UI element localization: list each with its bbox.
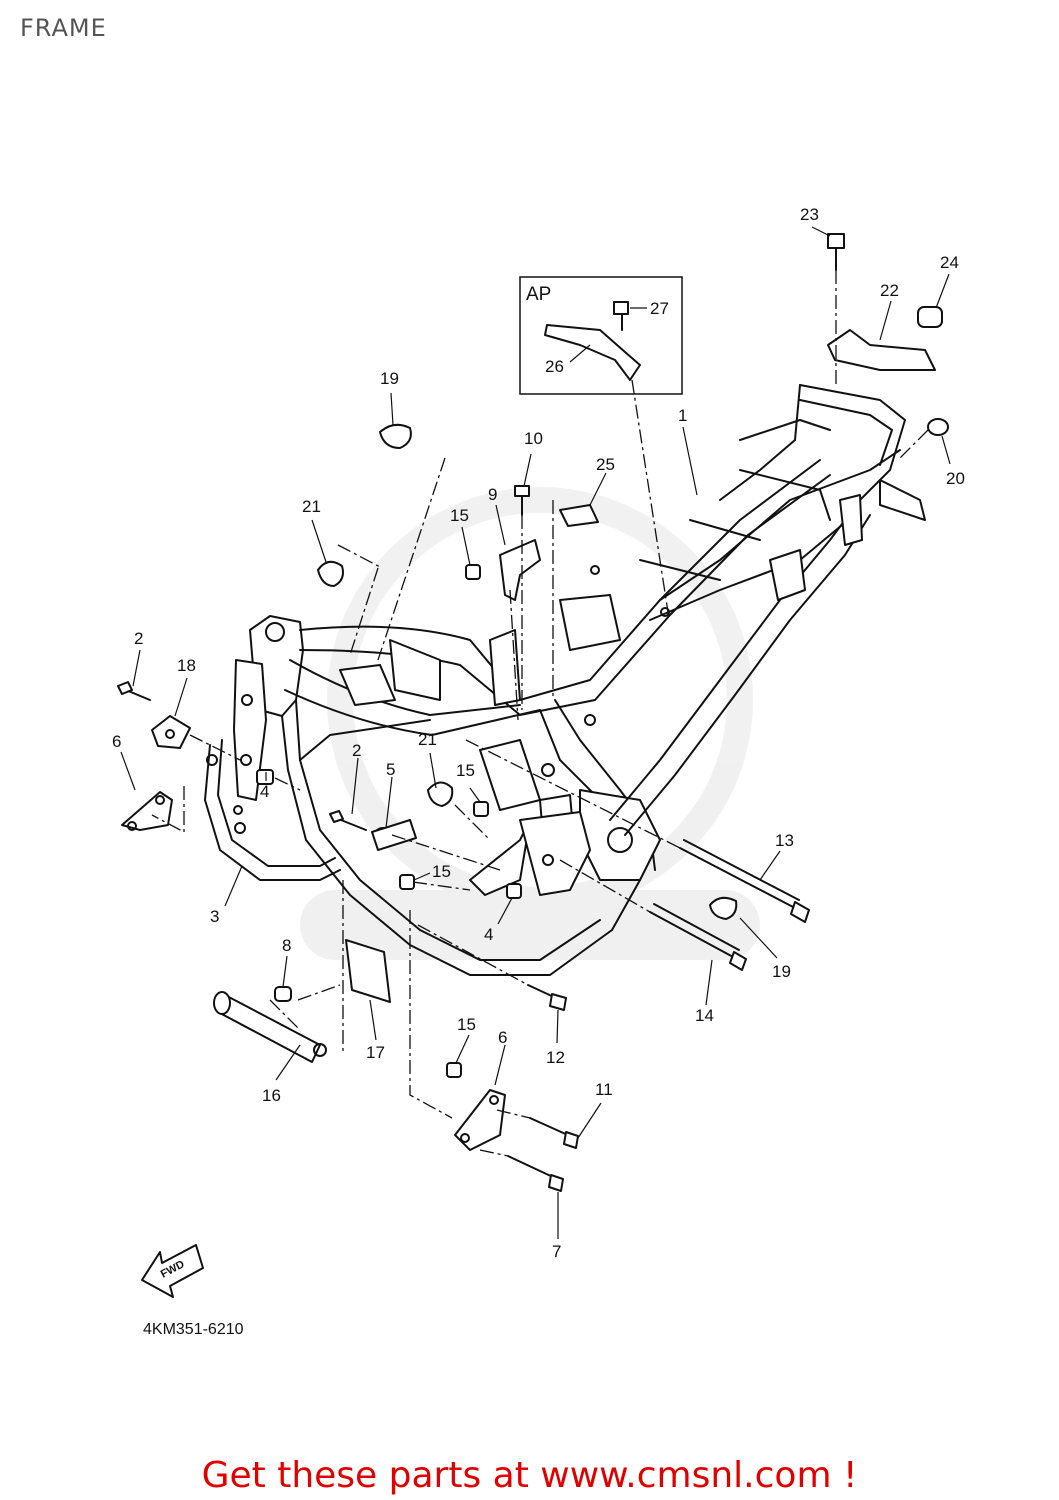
callout-25: 25: [596, 455, 615, 474]
frame-parts-diagram: .ln { stroke:#111; stroke-width:2; fill:…: [112, 205, 965, 1298]
bolt-12: [527, 984, 567, 1011]
callout-20: 20: [946, 469, 965, 488]
callout-17: 17: [366, 1043, 385, 1062]
callout-10: 10: [524, 429, 543, 448]
callout-4-left: 4: [260, 782, 269, 801]
callout-18: 18: [177, 656, 196, 675]
nut-4-right: [506, 883, 522, 899]
callout-15-a: 15: [450, 506, 469, 525]
callout-6-lower: 6: [498, 1028, 507, 1047]
drawing-code: 4KM351-6210: [143, 1321, 244, 1338]
label-25: [559, 504, 599, 527]
callout-27: 27: [650, 299, 669, 318]
bolt-23: [827, 233, 845, 271]
callout-24: 24: [940, 253, 959, 272]
pipe-16: [213, 991, 327, 1063]
clamp-19-lower: [709, 896, 738, 920]
ap-inset: AP: [519, 276, 683, 395]
leader-lines: [120, 226, 951, 1239]
callout-21-middle: 21: [418, 730, 437, 749]
engine-bracket: [469, 811, 591, 896]
watermark: [300, 487, 760, 960]
clamp-21-middle: [427, 781, 454, 807]
bracket-18: [151, 715, 191, 749]
label-17: [345, 939, 391, 1003]
callout-15-d: 15: [457, 1015, 476, 1034]
callout-19-upper: 19: [380, 369, 399, 388]
grommet-20: [927, 418, 949, 436]
callout-3: 3: [210, 907, 219, 926]
bolt-13: [679, 839, 810, 923]
callout-2-upper: 2: [134, 629, 143, 648]
cradle-tube: [204, 739, 341, 881]
callout-4-right: 4: [484, 925, 493, 944]
bolt-27: [613, 301, 629, 331]
callout-13: 13: [775, 831, 794, 850]
nut-4-left: [256, 769, 274, 785]
callout-14: 14: [695, 1006, 714, 1025]
callout-16: 16: [262, 1086, 281, 1105]
assembly-lines: [151, 270, 929, 1157]
callout-21-upper: 21: [302, 497, 321, 516]
collar-8: [274, 986, 292, 1002]
plate-6-lower: [454, 1089, 506, 1151]
callout-5: 5: [386, 760, 395, 779]
bracket-22: [827, 329, 936, 371]
plate-6-upper: [121, 791, 173, 831]
bolt-2-upper: [117, 681, 151, 701]
bolt-11: [529, 1117, 579, 1149]
clamp-19-upper: [379, 423, 412, 449]
callout-26: 26: [545, 357, 564, 376]
callout-2-middle: 2: [352, 741, 361, 760]
callout-23: 23: [800, 205, 819, 224]
bolt-14: [649, 903, 747, 971]
bolt-2-middle: [329, 810, 367, 831]
callout-9: 9: [488, 485, 497, 504]
callout-6-upper: 6: [112, 732, 121, 751]
bracket-9: [499, 539, 541, 601]
ap-label: AP: [526, 284, 551, 305]
bolt-10: [514, 485, 530, 516]
callout-22: 22: [880, 281, 899, 300]
promo-link[interactable]: Get these parts at www.cmsnl.com !: [201, 1455, 858, 1496]
callout-11: 11: [595, 1080, 613, 1099]
clamp-21-upper: [317, 560, 344, 587]
callout-1: 1: [678, 406, 687, 425]
callout-8: 8: [282, 936, 291, 955]
callout-7: 7: [552, 1242, 561, 1261]
fwd-arrow-icon: FWD: [141, 1244, 204, 1298]
callout-15-b: 15: [456, 761, 475, 780]
bolt-7: [507, 1155, 564, 1192]
callout-12: 12: [546, 1048, 565, 1067]
page-title: FRAME: [20, 14, 107, 42]
stay-26: [544, 324, 641, 381]
nut-15-a: [465, 564, 481, 580]
damper-24: [917, 306, 943, 328]
nut-15-c: [399, 874, 415, 890]
callout-15-c: 15: [432, 862, 451, 881]
nut-15-b: [473, 801, 489, 817]
callout-19-lower: 19: [772, 962, 791, 981]
nut-15-d: [446, 1062, 462, 1078]
